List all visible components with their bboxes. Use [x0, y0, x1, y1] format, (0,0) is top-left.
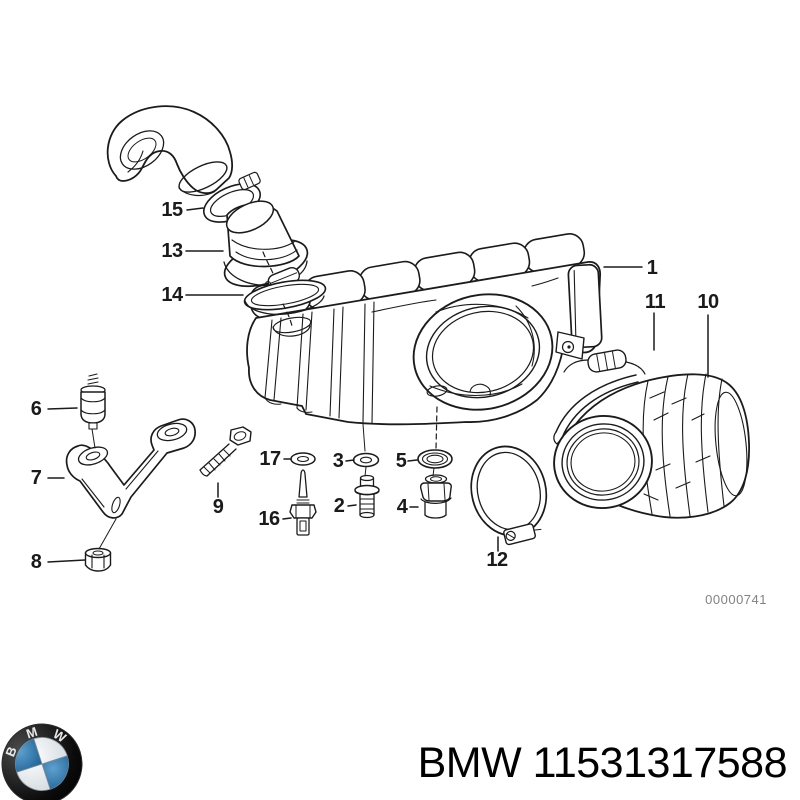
callout-16: 16	[258, 508, 280, 530]
part-washer-17	[290, 452, 316, 466]
part-clamp-12	[470, 445, 548, 546]
part-bolt-2	[354, 474, 380, 519]
bmw-logo: B M W	[0, 722, 88, 800]
drawing-number: 00000741	[705, 592, 767, 607]
callout-3: 3	[332, 450, 344, 472]
part-bolt-9	[199, 426, 252, 477]
callout-9: 9	[212, 496, 224, 518]
part-seal-5	[417, 449, 453, 469]
callout-14: 14	[161, 284, 183, 306]
axis-lines	[91, 251, 438, 550]
logo-letter-m: M	[24, 724, 39, 742]
callout-7: 7	[30, 467, 42, 489]
part-clamp-11	[553, 349, 646, 445]
callout-11: 11	[644, 291, 666, 313]
callout-2: 2	[333, 495, 345, 517]
callout-10: 10	[697, 291, 719, 313]
part-elbow-duct	[106, 105, 234, 197]
callout-5: 5	[395, 450, 407, 472]
part-intake-boot-10	[553, 373, 750, 519]
part-mount-6	[80, 373, 106, 430]
callout-13: 13	[161, 240, 183, 262]
callout-15: 15	[161, 199, 183, 221]
part-number-text: BMW 11531317588	[417, 739, 788, 787]
part-sensor-16	[289, 469, 317, 536]
part-flange-14	[243, 267, 327, 316]
bmw-logo-icon: B M W	[1, 723, 83, 800]
part-bracket-7	[65, 418, 196, 519]
part-sleeve-4	[419, 474, 452, 519]
callout-17: 17	[259, 448, 281, 470]
callout-8: 8	[30, 551, 42, 573]
callout-6: 6	[30, 398, 42, 420]
part-airbox	[246, 233, 603, 426]
part-boot-13	[223, 200, 309, 288]
callout-12: 12	[486, 549, 508, 571]
callout-1: 1	[646, 257, 658, 279]
part-nut-8	[84, 547, 112, 572]
leader-lines	[47, 207, 709, 563]
part-washer-3	[352, 452, 380, 468]
callout-4: 4	[396, 496, 408, 518]
